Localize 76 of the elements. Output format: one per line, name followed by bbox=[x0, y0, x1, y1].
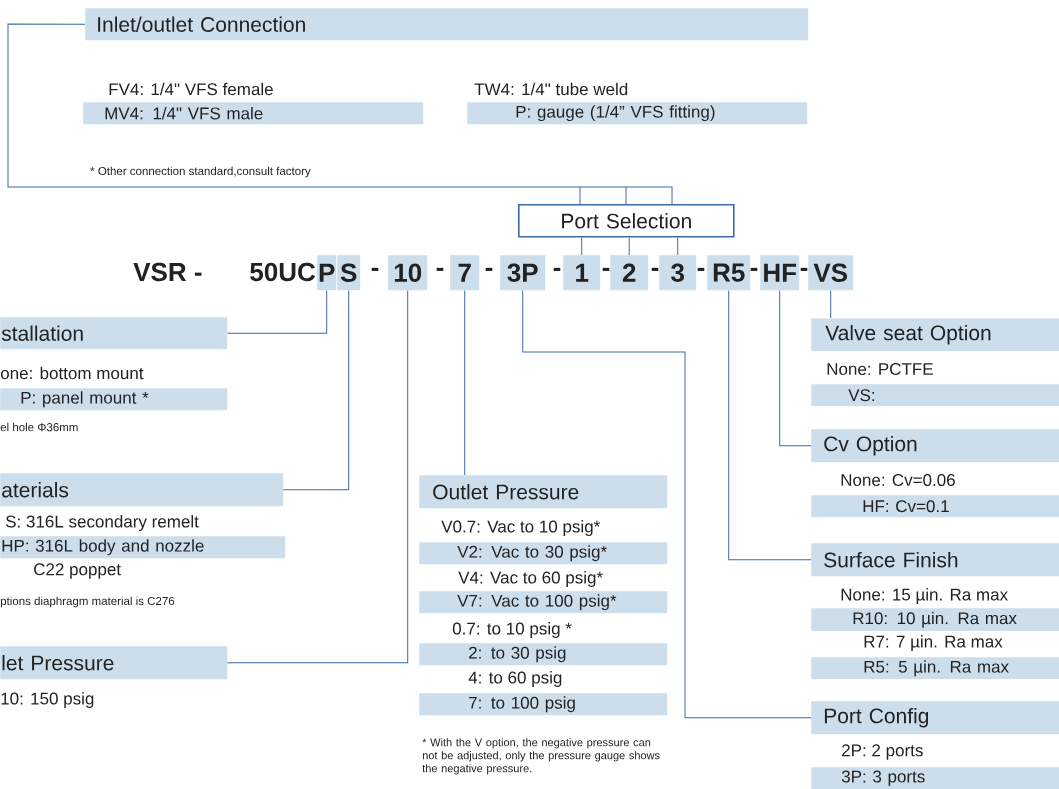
code-segment: P bbox=[317, 255, 337, 291]
connector-line bbox=[779, 289, 812, 447]
option-row: None: 15 µin. Ra max bbox=[841, 588, 1008, 604]
connector-line bbox=[728, 289, 812, 561]
code-dash: - bbox=[602, 267, 610, 271]
header-band: Port Config bbox=[811, 701, 1059, 735]
code-segment: HF bbox=[760, 255, 800, 291]
code-dash: - bbox=[651, 267, 659, 271]
code-segment: 2 bbox=[610, 255, 649, 291]
option-row: V7: Vac to 100 psig* bbox=[419, 591, 668, 614]
header-band: Valve seat Option bbox=[811, 318, 1059, 352]
option-row: HF: Cv=0.1 bbox=[811, 495, 1059, 518]
code-segment: R5 bbox=[707, 255, 751, 291]
option-row: V4: Vac to 60 psig* bbox=[458, 571, 603, 587]
connector-line bbox=[7, 23, 673, 205]
footnote: el hole Φ36mm bbox=[0, 422, 78, 432]
code-segment: 3 bbox=[659, 255, 697, 291]
option-row: V0.7: Vac to 10 psig* bbox=[441, 520, 600, 536]
node-label: S bbox=[340, 263, 357, 282]
code-segment: 10 bbox=[388, 255, 428, 291]
option-row: 7: to 100 psig bbox=[419, 693, 668, 716]
connector-line bbox=[282, 289, 350, 491]
option-row: FV4: 1/4" VFS female bbox=[109, 82, 273, 96]
code-dash: - bbox=[436, 267, 444, 271]
connector-line bbox=[464, 289, 466, 476]
connector-line bbox=[830, 289, 832, 319]
code-text: VSR - bbox=[133, 262, 202, 282]
option-row: R5: 5 µin. Ra max bbox=[811, 657, 1059, 680]
option-row: R10: 10 µin. Ra max bbox=[811, 608, 1059, 632]
header-band: Outlet Pressure bbox=[419, 475, 668, 509]
option-row: HP: 316L body and nozzle bbox=[0, 536, 286, 559]
option-row: 2P: 2 ports bbox=[842, 744, 923, 760]
option-row: R7: 7 µin. Ra max bbox=[864, 635, 1003, 651]
code-dash: - bbox=[485, 267, 493, 271]
code-segment: S bbox=[337, 255, 361, 291]
option-row: MV4: 1/4" VFS male bbox=[83, 102, 424, 125]
option-row: 2: to 30 psig bbox=[419, 643, 668, 666]
option-row: TW4: 1/4" tube weld bbox=[474, 82, 628, 96]
footnote: * Other connection standard,consult factory bbox=[90, 166, 311, 178]
code-segment: 7 bbox=[450, 255, 480, 291]
code-text: 50UC bbox=[250, 262, 316, 282]
option-row: VS: bbox=[811, 384, 1059, 407]
option-row: V2: Vac to 30 psig* bbox=[419, 542, 668, 565]
header-band: let Pressure bbox=[0, 646, 228, 680]
header-band: aterials bbox=[0, 473, 284, 507]
header-band: Inlet/outlet Connection bbox=[85, 8, 809, 41]
option-row: 0.7: to 10 psig * bbox=[452, 622, 572, 638]
option-row: one: bottom mount bbox=[0, 366, 144, 380]
code-segment: 1 bbox=[563, 255, 601, 291]
code-dash: - bbox=[697, 267, 705, 271]
node-label: P bbox=[319, 263, 335, 282]
option-row: S: 316L secondary remelt bbox=[5, 515, 199, 531]
option-row: 3P: 3 ports bbox=[811, 767, 1059, 789]
code-dash: - bbox=[553, 267, 561, 271]
code-segment: VS bbox=[808, 255, 854, 291]
code-dash: - bbox=[371, 267, 379, 271]
code-segment: 3P bbox=[500, 255, 546, 291]
footnote: ptions diaphragm material is C276 bbox=[0, 596, 175, 608]
connector-line bbox=[677, 237, 679, 256]
connector-line bbox=[226, 289, 409, 664]
code-dash: - bbox=[800, 267, 808, 271]
header-band: stallation bbox=[0, 317, 228, 350]
option-row: P: gauge (1/4” VFS fitting) bbox=[467, 102, 808, 125]
code-dash: - bbox=[750, 267, 758, 271]
connector-line bbox=[226, 289, 328, 334]
connector-line bbox=[522, 289, 812, 719]
header-band: Surface Finish bbox=[811, 543, 1059, 577]
footnote: * With the V option, the negative pressure can not be adjusted, only the pressure gauge shows the negative pressure. bbox=[422, 738, 660, 775]
option-row: None: PCTFE bbox=[827, 363, 933, 376]
port-selection-box: Port Selection bbox=[518, 204, 735, 238]
connector-line bbox=[628, 237, 630, 256]
connector-line bbox=[581, 237, 583, 256]
header-band: Cv Option bbox=[811, 429, 1059, 463]
option-row: None: Cv=0.06 bbox=[841, 474, 955, 487]
option-row: 4: to 60 psig bbox=[468, 671, 562, 687]
option-row: P: panel mount * bbox=[0, 388, 228, 411]
